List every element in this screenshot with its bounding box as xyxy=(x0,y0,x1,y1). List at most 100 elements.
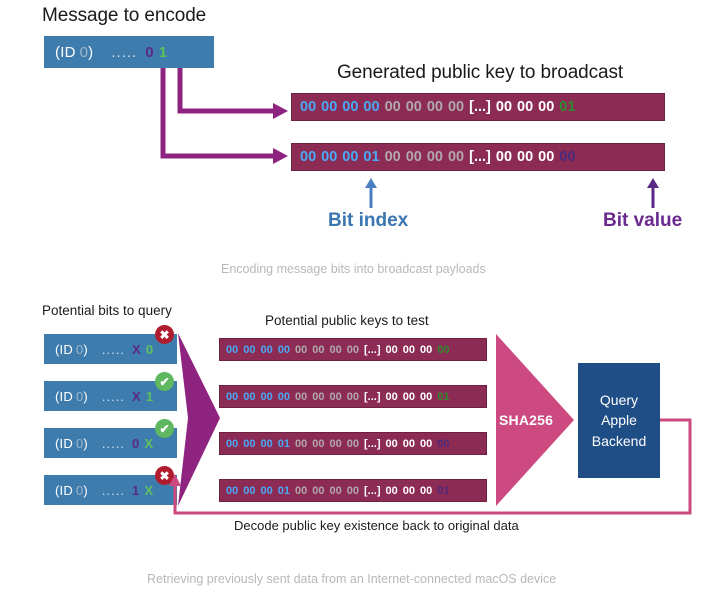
generated-keys-title: Generated public key to broadcast xyxy=(337,62,624,83)
message-bit-a: 0 xyxy=(145,43,154,61)
query-bit-b: 1 xyxy=(145,388,154,404)
query-box-line: Backend xyxy=(591,432,647,449)
key-index-byte: 00 xyxy=(226,437,239,450)
key-white-byte: 00 xyxy=(402,437,415,450)
top-caption: Encoding message bits into broadcast pay… xyxy=(221,262,486,276)
query-apple-backend-box[interactable]: Query Apple Backend xyxy=(578,363,660,478)
encode-connectors xyxy=(160,68,288,164)
key-grey-byte: 00 xyxy=(426,149,443,165)
key-white-byte: 00 xyxy=(385,484,398,497)
key-white-byte: 00 xyxy=(420,484,433,497)
key-index-byte: 00 xyxy=(260,437,273,450)
bit-value-label: Bit value xyxy=(603,210,683,231)
query-id-number: 0 xyxy=(75,435,84,451)
decode-label: Decode public key existence back to orig… xyxy=(234,518,519,533)
key-white-byte: 00 xyxy=(495,149,513,165)
key-index-byte: 00 xyxy=(226,343,239,356)
key-grey-byte: 00 xyxy=(312,484,325,497)
key-grey-byte: 00 xyxy=(384,99,401,115)
query-bit-b: X xyxy=(144,435,154,451)
query-dots: ..... xyxy=(101,388,125,404)
key-grey-byte: 00 xyxy=(405,149,422,165)
key-white-byte: 00 xyxy=(385,390,398,403)
key-grey-byte: 00 xyxy=(346,390,359,403)
query-bit-a: 1 xyxy=(131,482,140,498)
query-dots: ..... xyxy=(101,435,125,451)
key-ellipsis: [...] xyxy=(469,149,491,165)
key-grey-byte: 00 xyxy=(346,343,359,356)
key-index-byte: 00 xyxy=(321,99,338,115)
key-ellipsis: [...] xyxy=(364,484,381,497)
query-dots: ..... xyxy=(101,482,125,498)
query-id-suffix: ) xyxy=(83,482,88,498)
key-index-byte: 00 xyxy=(363,99,380,115)
bottom-caption: Retrieving previously sent data from an … xyxy=(147,572,557,586)
key-index-byte: 01 xyxy=(277,437,290,450)
key-white-byte: 00 xyxy=(420,343,433,356)
key-grey-byte: 00 xyxy=(329,390,342,403)
page-title: Message to encode xyxy=(42,5,207,26)
query-id-suffix: ) xyxy=(83,341,88,357)
key-grey-byte: 00 xyxy=(405,99,422,115)
key-grey-byte: 00 xyxy=(295,390,308,403)
key-white-byte: 00 xyxy=(517,99,534,115)
key-index-byte: 00 xyxy=(243,437,256,450)
key-white-byte: 00 xyxy=(517,149,534,165)
message-id-number: 0 xyxy=(79,43,89,61)
key-index-byte: 00 xyxy=(300,99,317,115)
sha256-label: SHA256 xyxy=(499,412,554,428)
query-dots: ..... xyxy=(101,341,125,357)
key-grey-byte: 00 xyxy=(312,437,325,450)
status-badge-error: ✖ xyxy=(155,325,174,344)
query-bit-a: X xyxy=(131,388,141,404)
key-grey-byte: 00 xyxy=(329,437,342,450)
key-value-byte: 01 xyxy=(437,484,450,497)
key-grey-byte: 00 xyxy=(447,149,465,165)
message-id-prefix: (ID xyxy=(55,43,76,61)
key-grey-byte: 00 xyxy=(447,99,465,115)
status-badge-ok: ✔ xyxy=(155,372,174,391)
key-index-byte: 00 xyxy=(243,343,256,356)
key-index-byte: 00 xyxy=(260,343,273,356)
expand-triangle xyxy=(178,333,220,506)
key-ellipsis: [...] xyxy=(364,437,381,450)
key-grey-byte: 00 xyxy=(312,343,325,356)
key-index-byte: 00 xyxy=(277,390,290,403)
key-white-byte: 00 xyxy=(402,390,415,403)
query-id-prefix: (ID xyxy=(55,435,73,451)
sha256-arrow xyxy=(496,334,574,506)
key-white-byte: 00 xyxy=(495,99,513,115)
key-white-byte: 00 xyxy=(385,437,398,450)
key-white-byte: 00 xyxy=(420,390,433,403)
bit-index-callout-arrow xyxy=(365,178,377,208)
key-value-byte: 01 xyxy=(559,99,576,115)
query-id-prefix: (ID xyxy=(55,482,73,498)
key-grey-byte: 00 xyxy=(384,149,401,165)
key-white-byte: 00 xyxy=(402,484,415,497)
key-index-byte: 00 xyxy=(226,484,239,497)
key-index-byte: 01 xyxy=(277,484,290,497)
message-dots: ..... xyxy=(111,43,138,61)
key-index-byte: 00 xyxy=(321,149,338,165)
query-id-number: 0 xyxy=(75,388,84,404)
key-index-byte: 00 xyxy=(243,390,256,403)
key-index-byte: 00 xyxy=(243,484,256,497)
query-bit-b: 0 xyxy=(145,341,154,357)
key-grey-byte: 00 xyxy=(312,390,325,403)
key-index-byte: 00 xyxy=(300,149,317,165)
key-value-byte: 00 xyxy=(559,149,576,165)
query-id-number: 0 xyxy=(75,341,84,357)
key-value-byte: 01 xyxy=(437,390,450,403)
key-index-byte: 00 xyxy=(342,149,359,165)
query-bit-a: X xyxy=(131,341,141,357)
